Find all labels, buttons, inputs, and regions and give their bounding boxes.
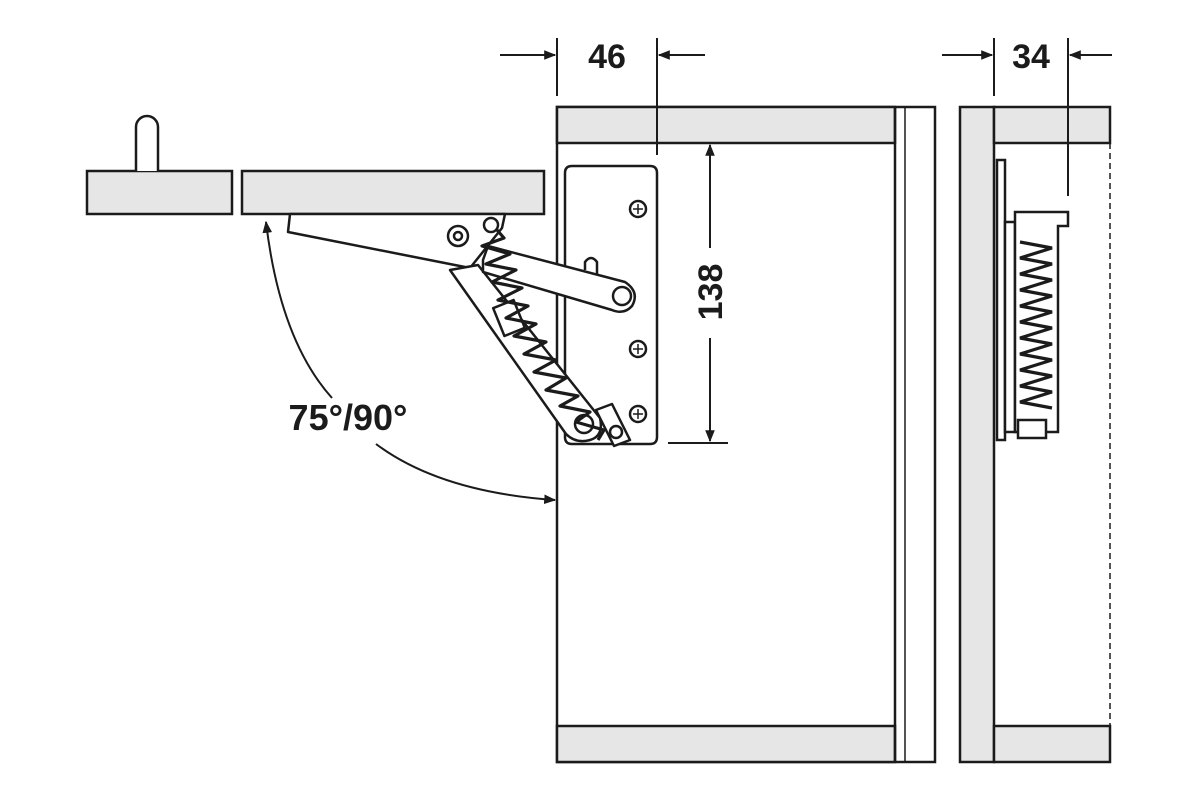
front-view-mechanism [995,158,1070,442]
pivot-center [452,230,464,242]
cabinet-top-panel [555,105,897,145]
cabinet-front-view [958,105,1112,764]
dimension-label-138: 138 [692,264,730,321]
front-view-bracket [1003,220,1017,434]
lift-mechanism [286,212,637,448]
screw-icon [628,404,648,424]
dimension-depth-46 [500,38,705,155]
cabinet-bottom-panel [555,724,897,764]
front-view-top-panel [992,105,1112,145]
opening-angle-indicator [262,220,557,505]
angle-label: 75°/90° [289,397,408,438]
flap-bracket-arm [286,212,507,270]
screw-icon [628,339,648,359]
upper-pivot-icon [611,285,633,307]
spring-top-mount [482,216,500,234]
angle-arc-upper [262,220,333,399]
spring-coil [480,220,606,441]
flap-left-segment [85,169,234,216]
front-view-spring-coil [1019,240,1053,410]
upper-link-arm [481,244,637,314]
front-view-side-wall [958,105,996,764]
flap-handle [134,114,160,171]
flap-door [85,114,546,216]
angle-arc-lower [375,443,557,505]
screw-icon [628,199,648,219]
adjustment-screw-icon [608,424,624,440]
front-view-base [1016,418,1048,440]
plate-slot [583,256,599,300]
dimension-height-138 [668,142,728,444]
flap-right-segment [240,169,546,216]
front-view-housing [1013,210,1070,434]
dimension-label-46: 46 [588,38,626,76]
dimension-label-34: 34 [1012,38,1050,76]
front-view-bottom-panel [992,724,1112,764]
dimension-depth-34 [942,38,1112,196]
